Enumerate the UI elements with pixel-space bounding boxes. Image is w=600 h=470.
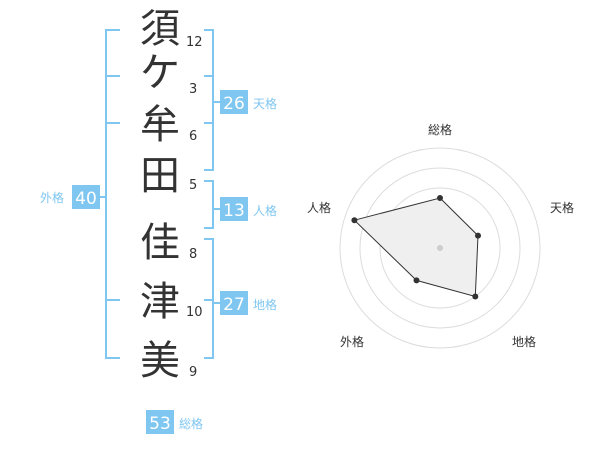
soukaku-badge [146,410,174,434]
stroke-count-3: 6 [189,129,197,144]
radar-point-3 [472,293,479,300]
tenkaku-bracket [204,29,214,171]
gaikaku-value: 40 [75,189,97,209]
stroke-count-5: 8 [189,247,197,262]
radar-center-dot [437,245,443,251]
radar-axis-label-jinkaku: 人格 [307,200,331,215]
radar-point-1 [437,195,443,201]
name-char-7: 美 [140,338,180,384]
gaikaku-badge [72,185,100,209]
radar-axis-label-tenkaku: 天格 [550,200,574,215]
radar-point-5 [351,217,358,224]
radar-axis-label-gaikaku: 外格 [340,334,364,349]
stroke-count-4: 5 [189,178,197,193]
stroke-count-6: 10 [186,305,203,320]
radar-grid-ring [339,147,541,349]
soukaku-value: 53 [149,414,171,434]
soukaku-label: 総格 [179,416,203,431]
chikaku-value: 27 [223,295,245,315]
radar-grid-ring [379,187,501,309]
stroke-count-7: 9 [189,365,197,380]
radar-grid-ring [359,167,521,329]
tenkaku-label: 天格 [253,96,277,111]
tenkaku-value: 26 [223,94,245,114]
name-char-2: ケ [140,50,180,96]
gaikaku-bracket [105,29,120,359]
radar-points [351,195,481,300]
chikaku-label: 地格 [253,297,277,312]
name-char-1: 須 [140,6,180,52]
name-char-5: 佳 [140,220,180,266]
radar-point-4 [413,277,420,284]
jinkaku-badge [220,197,248,221]
stroke-count-1: 12 [186,35,203,50]
name-char-3: 牟 [140,102,180,148]
chikaku-bracket [204,238,214,359]
jinkaku-bracket [204,180,214,229]
stroke-count-2: 3 [189,82,197,97]
radar-chart: 総格 天格 地格 外格 人格 [307,122,574,349]
name-char-6: 津 [140,279,180,325]
tenkaku-badge [220,90,248,114]
radar-point-2 [475,232,481,239]
radar-axis-label-chikaku: 地格 [512,334,536,349]
radar-series-polygon [353,197,479,298]
gaikaku-label: 外格 [40,190,64,205]
chikaku-badge [220,291,248,315]
name-char-4: 田 [140,153,180,199]
radar-axis-label-soukaku: 総格 [428,122,452,137]
jinkaku-label: 人格 [253,203,277,218]
jinkaku-value: 13 [223,201,245,221]
